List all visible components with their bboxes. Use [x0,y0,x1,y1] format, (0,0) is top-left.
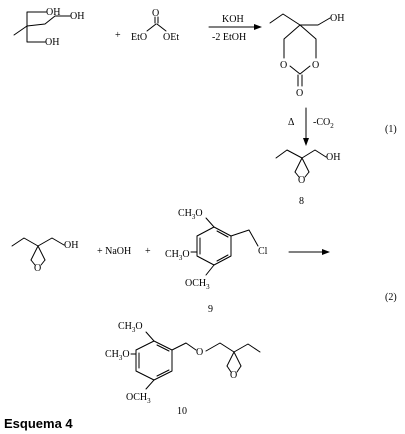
ring-oxygen: O [230,370,237,381]
reagent-koh: KOH [222,14,244,25]
trimethylolpropane: OH OH OH [13,7,84,48]
oxetane-product-8: OH O 8 [275,149,340,207]
hydroxyl-label: OH [326,152,340,163]
reagent-naoh: + NaOH [97,246,131,257]
equation-label-1: (1) [385,124,397,135]
ether-product-10: CH3O CH3O OCH3 O O 10 [105,321,261,417]
hydroxyl-label: OH [70,11,84,22]
ring-oxygen: O [298,175,305,186]
ethoxy-label: EtO [131,32,147,43]
ring-oxygen: O [280,60,287,71]
compound-number: 8 [299,196,304,207]
hydroxyl-label: OH [330,13,344,24]
co2-loss: -CO2 [313,117,334,130]
oxetane-reactant: OH O [11,237,78,274]
cyclic-carbonate: OH O O O [269,13,344,99]
methoxy-label: OCH3 [126,392,151,405]
reaction-arrow-2 [288,249,330,255]
compound-number: 9 [208,304,213,315]
methoxy-label: CH3O [118,321,143,334]
ether-oxygen: O [196,347,203,358]
diethyl-carbonate: O EtO OEt [131,8,179,43]
delta-symbol: Δ [288,117,295,128]
carbonyl-oxygen: O [152,8,159,19]
ring-oxygen: O [34,263,41,274]
compound-number: 10 [177,406,187,417]
methoxy-label: CH3O [178,208,203,221]
plus-sign: + [115,30,121,41]
methoxy-label: OCH3 [185,278,210,291]
plus-sign: + [145,246,151,257]
ethoxy-label: OEt [163,32,179,43]
carbonyl-oxygen: O [296,88,303,99]
scheme-caption: Esquema 4 [4,416,73,431]
ring-oxygen: O [312,60,319,71]
hydroxyl-label: OH [46,7,60,18]
hydroxyl-label: OH [64,240,78,251]
equation-label-2: (2) [385,292,397,303]
hydroxyl-label: OH [45,37,59,48]
reaction-arrow-1: KOH -2 EtOH [208,14,262,43]
reagent-ethanol-loss: -2 EtOH [212,32,246,43]
chloride-label: Cl [258,246,268,257]
methoxy-label: CH3O [105,349,130,362]
methoxy-label: CH3O [165,249,190,262]
benzyl-chloride-9: CH3O CH3O OCH3 Cl 9 [165,208,268,315]
reaction-arrow-decarboxylation: Δ -CO2 [288,107,334,146]
